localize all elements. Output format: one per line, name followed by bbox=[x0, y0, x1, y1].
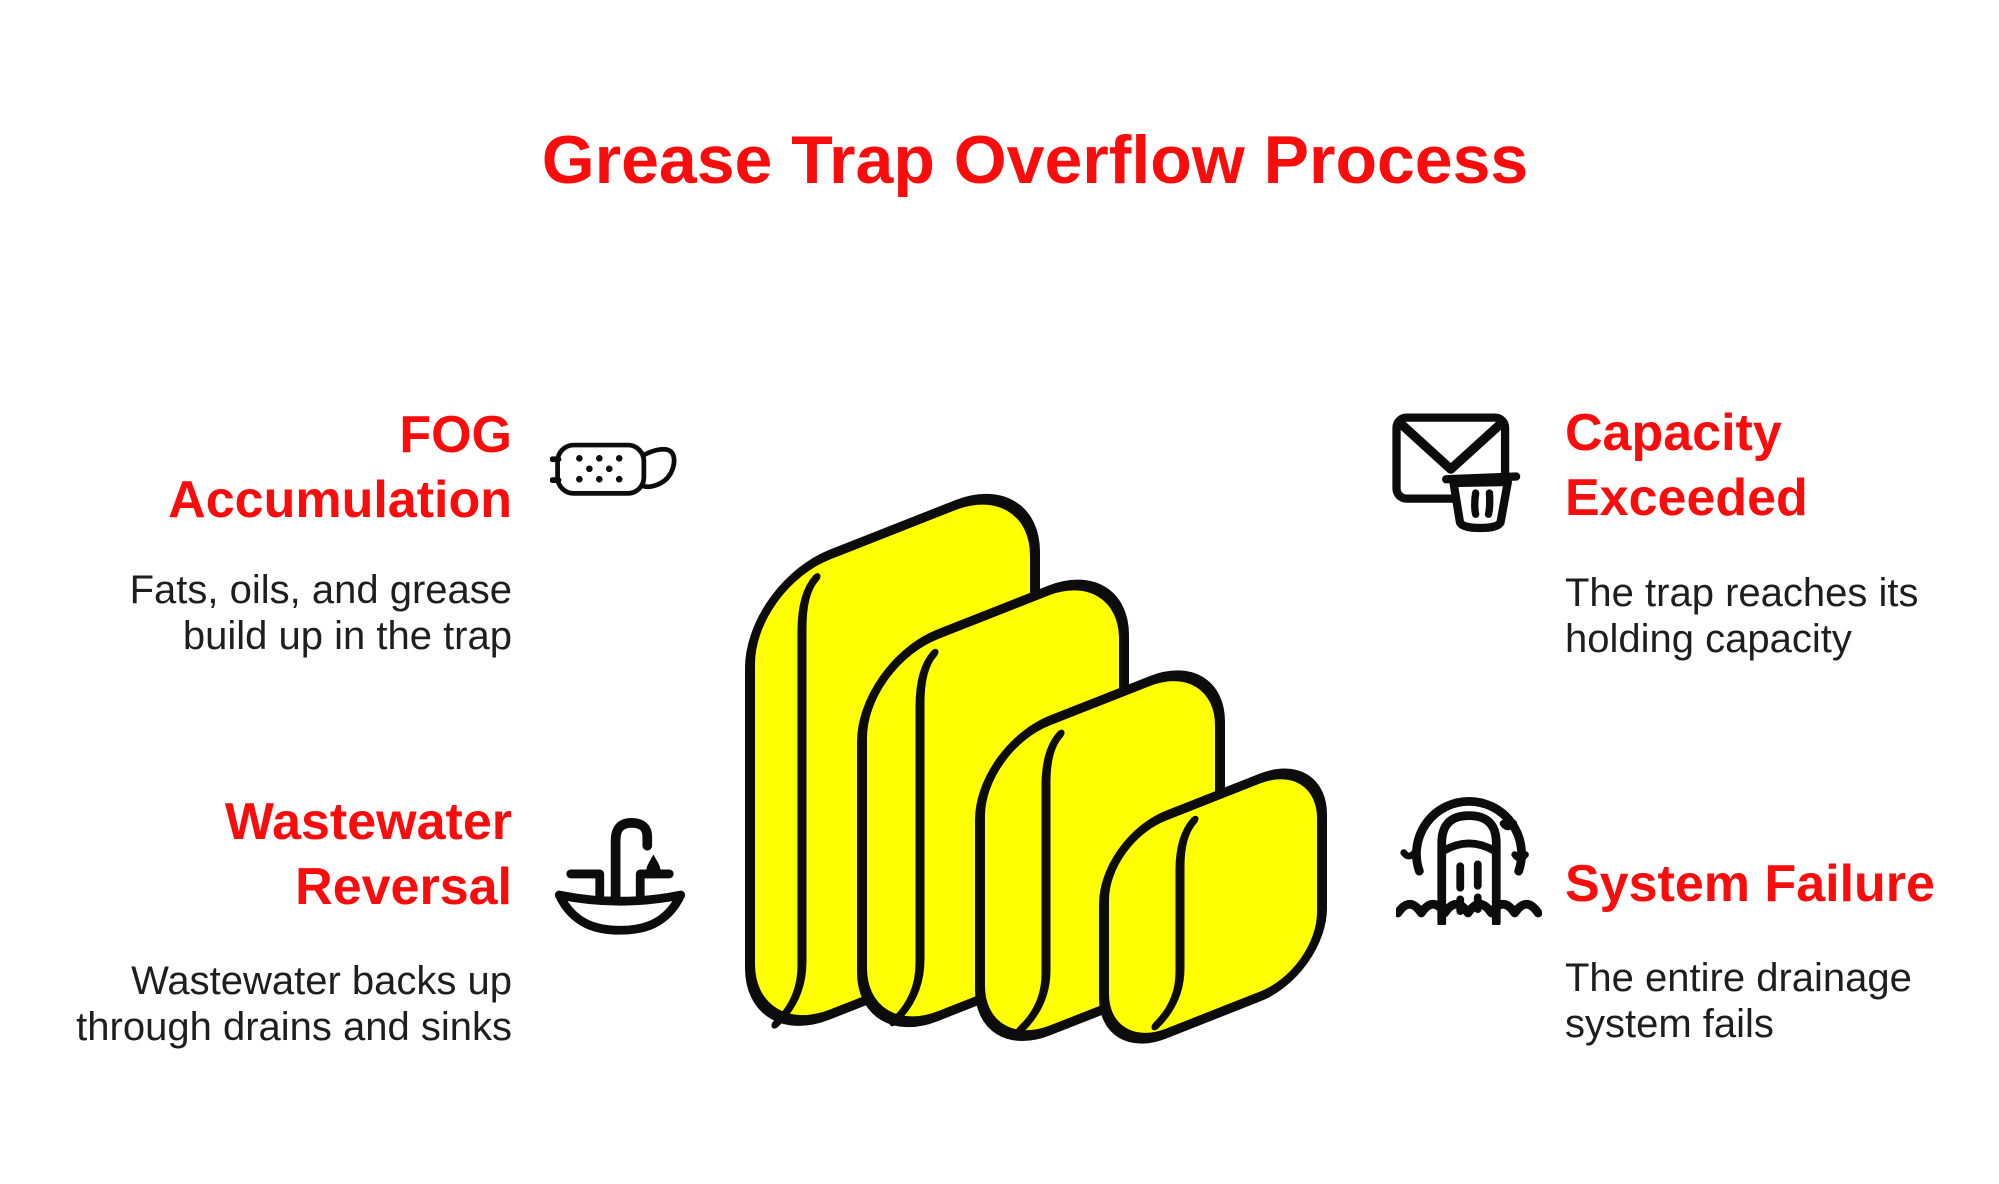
step-title-line: System Failure bbox=[1565, 855, 1935, 913]
step-title-line: Wastewater bbox=[224, 793, 512, 851]
step-desc-line: Fats, oils, and grease bbox=[129, 568, 512, 612]
step-title-fog-accumulation: FOG Accumulation bbox=[168, 403, 512, 533]
step-title-system-failure: System Failure bbox=[1565, 852, 1935, 917]
step-title-line: Exceeded bbox=[1565, 469, 1808, 527]
step-desc-line: through drains and sinks bbox=[76, 1005, 512, 1049]
step-desc-line: Wastewater backs up bbox=[131, 959, 512, 1003]
step-title-line: Capacity bbox=[1565, 404, 1782, 462]
grease-slab-4 bbox=[1099, 768, 1327, 1044]
step-desc-line: The trap reaches its bbox=[1565, 571, 1919, 615]
step-desc-line: build up in the trap bbox=[182, 614, 512, 658]
step-desc-line: holding capacity bbox=[1565, 617, 1852, 661]
step-desc-line: The entire drainage bbox=[1565, 956, 1912, 1000]
step-title-line: Reversal bbox=[295, 858, 512, 916]
step-title-line: FOG bbox=[399, 406, 512, 464]
step-desc-line: system fails bbox=[1565, 1002, 1774, 1046]
sink-faucet-icon bbox=[554, 818, 686, 935]
grease-trap-stack-illustration bbox=[745, 493, 1327, 1044]
page-title: Grease Trap Overflow Process bbox=[541, 122, 1529, 198]
envelope-trash-icon bbox=[1392, 413, 1521, 533]
drain-overflow-icon bbox=[1396, 796, 1542, 925]
step-title-line: Accumulation bbox=[168, 471, 512, 529]
strainer-icon bbox=[550, 442, 677, 496]
